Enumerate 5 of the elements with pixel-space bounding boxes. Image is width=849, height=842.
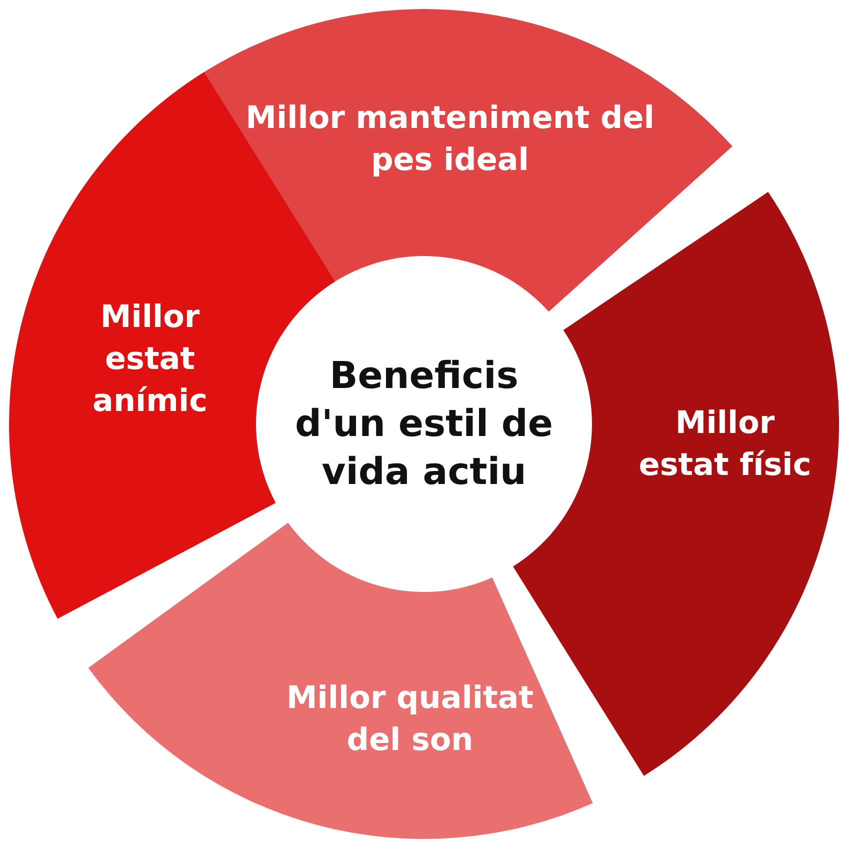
segment-label: Millor estat físic — [638, 404, 812, 485]
segment-label: Millor qualitat del son — [285, 679, 535, 760]
center-title: Beneficis d'un estil de vida actiu — [294, 352, 554, 496]
segment-label: Millor manteniment del pes ideal — [244, 99, 656, 180]
segment-label: Millor estat anímic — [92, 298, 208, 421]
